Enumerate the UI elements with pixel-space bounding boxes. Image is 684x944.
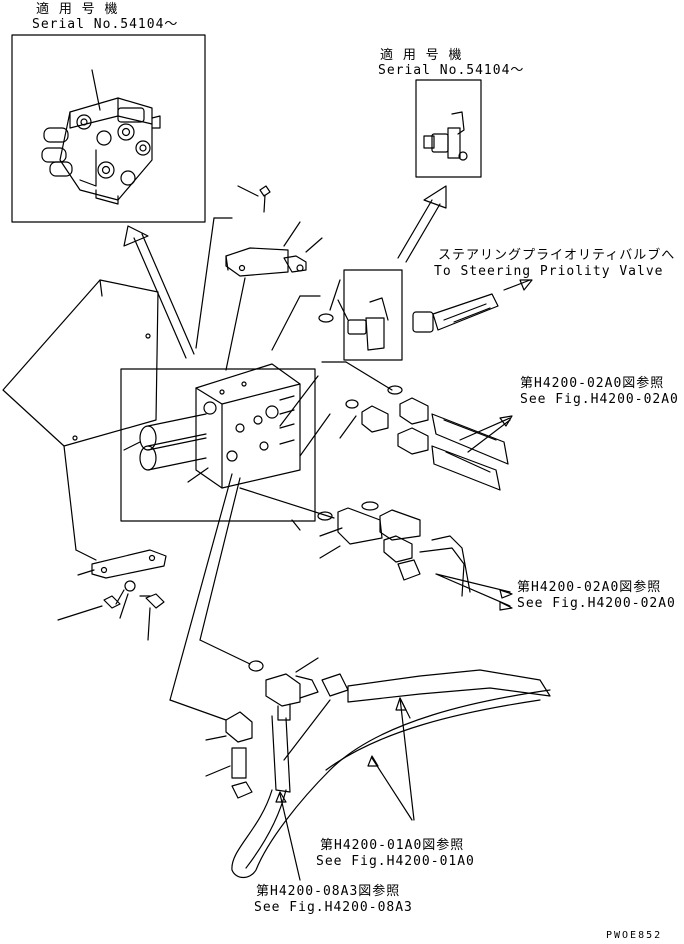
ref-01a0-en: See Fig.H4200-01A0 xyxy=(316,854,475,869)
ref-02a0-upper-jp: 第H4200-02A0図参照 xyxy=(520,376,665,391)
ref-02a0-lower-en: See Fig.H4200-02A0 xyxy=(517,596,676,611)
lower-fittings-and-hoses xyxy=(205,657,551,881)
upper-bracket xyxy=(195,185,323,371)
steering-note-jp: ステアリングプライオリティバルブへ xyxy=(438,248,676,263)
ref-01a0-jp: 第H4200-01A0図参照 xyxy=(320,838,465,853)
multiple-control-valve xyxy=(123,363,301,489)
ref-02a0-upper-en: See Fig.H4200-02A0 xyxy=(520,392,679,407)
inset-pointer-arrows xyxy=(123,185,447,359)
inset-control-valve xyxy=(11,34,206,223)
inset-left-applicable-label: 適 用 号 機 xyxy=(36,2,119,17)
cover-plate xyxy=(2,279,159,551)
steering-elbow xyxy=(271,269,403,361)
inset-frame-left xyxy=(11,34,206,223)
control-valve-icon xyxy=(41,97,161,205)
elbow-fitting-icon xyxy=(423,111,468,161)
ref-08a3-jp: 第H4200-08A3図参照 xyxy=(256,884,401,899)
lower-right-fittings xyxy=(239,487,513,611)
lower-bracket xyxy=(57,549,167,641)
ref-08a3-en: See Fig.H4200-08A3 xyxy=(254,900,413,915)
inset-frame-right xyxy=(415,79,482,178)
inset-right-serial-label: Serial No.54104～ xyxy=(378,63,525,78)
inset-left-serial-label: Serial No.54104～ xyxy=(32,17,179,32)
tube-lines xyxy=(169,473,251,721)
inset-right-applicable-label: 適 用 号 機 xyxy=(380,48,463,63)
drawing-code: PWOE852 xyxy=(606,930,663,941)
inset-elbow-fitting xyxy=(415,79,482,178)
upper-right-fittings xyxy=(279,361,513,491)
steering-note-en: To Steering Priolity Valve xyxy=(434,264,664,279)
steering-hose xyxy=(412,279,533,333)
main-valve-frame xyxy=(120,368,316,522)
ref-02a0-lower-jp: 第H4200-02A0図参照 xyxy=(517,580,662,595)
